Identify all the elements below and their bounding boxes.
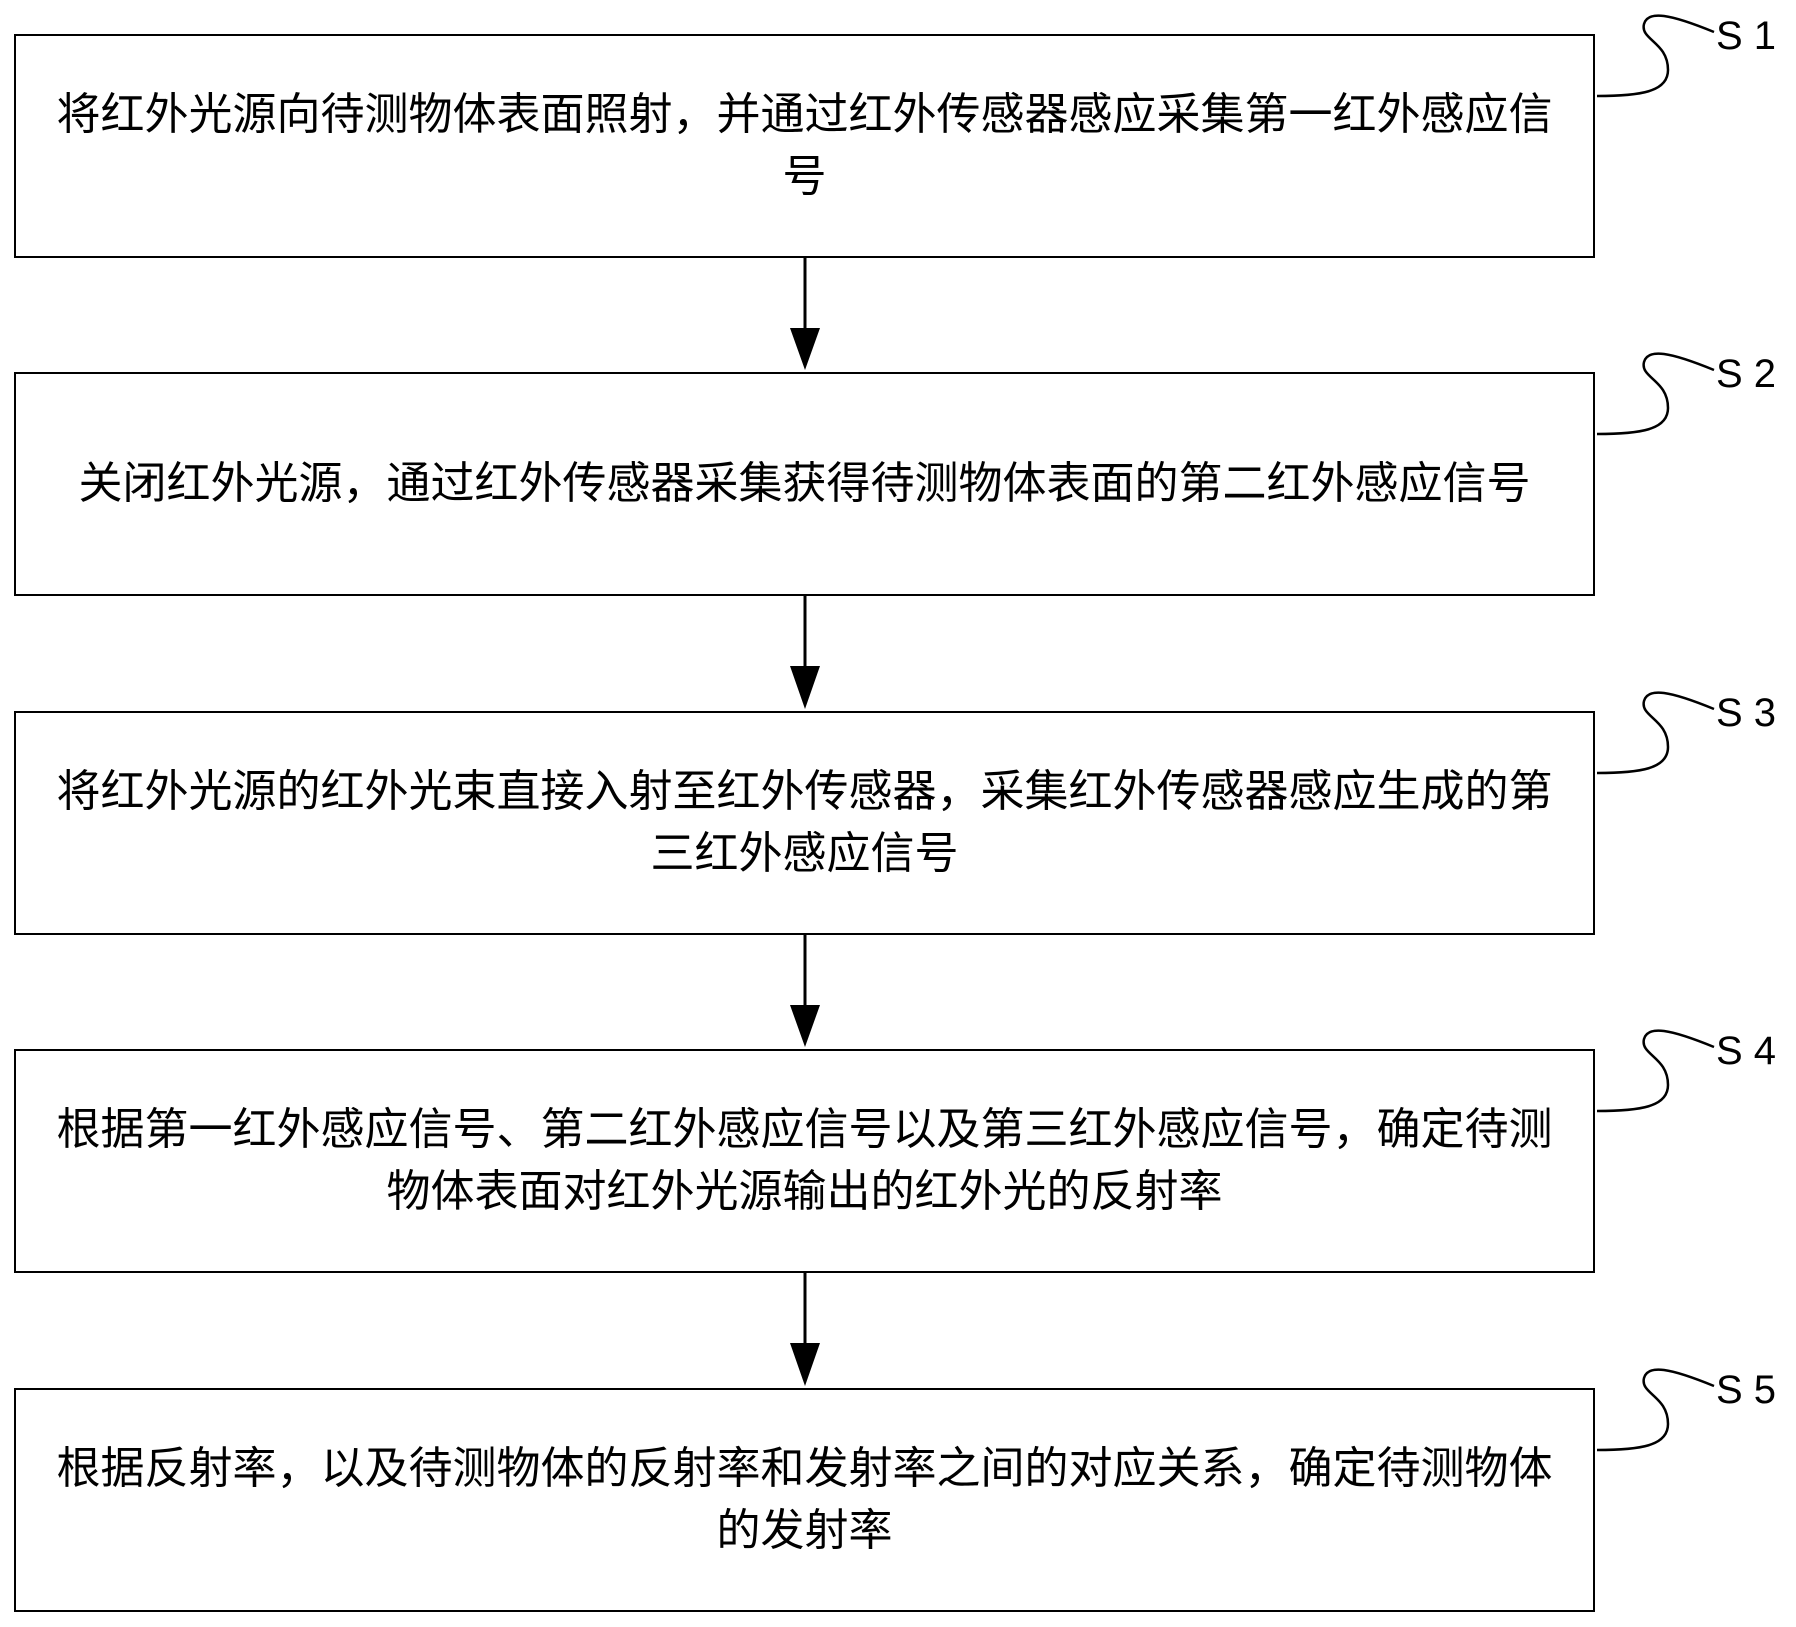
arrow-s4-s5 [790,1273,820,1386]
step-label-s5: S 5 [1716,1368,1777,1412]
arrow-s2-s3 [790,596,820,709]
leader-s1 [1596,14,1715,98]
step-text-s2: 关闭红外光源，通过红外传感器采集获得待测物体表面的第二红外感应信号 [78,458,1531,509]
step-label-s1: S 1 [1716,14,1777,58]
step-label-s2: S 2 [1716,352,1777,396]
step-box-s2: 关闭红外光源，通过红外传感器采集获得待测物体表面的第二红外感应信号 [14,372,1595,596]
step-box-s5: 根据反射率，以及待测物体的反射率和发射率之间的对应关系，确定待测物体的发射率 [14,1388,1595,1612]
step-text-s3: 将红外光源的红外光束直接入射至红外传感器，采集红外传感器感应生成的第三红外感应信… [56,766,1553,879]
step-label-s3: S 3 [1716,691,1777,735]
step-box-s4: 根据第一红外感应信号、第二红外感应信号以及第三红外感应信号，确定待测物体表面对红… [14,1049,1595,1273]
step-box-s1: 将红外光源向待测物体表面照射，并通过红外传感器感应采集第一红外感应信号 [14,34,1595,258]
step-text-s4: 根据第一红外感应信号、第二红外感应信号以及第三红外感应信号，确定待测物体表面对红… [56,1104,1553,1217]
arrow-s3-s4 [790,935,820,1047]
step-text-s1: 将红外光源向待测物体表面照射，并通过红外传感器感应采集第一红外感应信号 [56,89,1553,202]
step-label-s4: S 4 [1716,1029,1777,1073]
leader-s5 [1596,1368,1715,1452]
leader-s3 [1596,691,1715,775]
leader-s2 [1596,352,1715,436]
leader-s4 [1596,1029,1715,1113]
arrow-s1-s2 [790,258,820,370]
step-text-s5: 根据反射率，以及待测物体的反射率和发射率之间的对应关系，确定待测物体的发射率 [56,1443,1553,1556]
step-box-s3: 将红外光源的红外光束直接入射至红外传感器，采集红外传感器感应生成的第三红外感应信… [14,711,1595,935]
